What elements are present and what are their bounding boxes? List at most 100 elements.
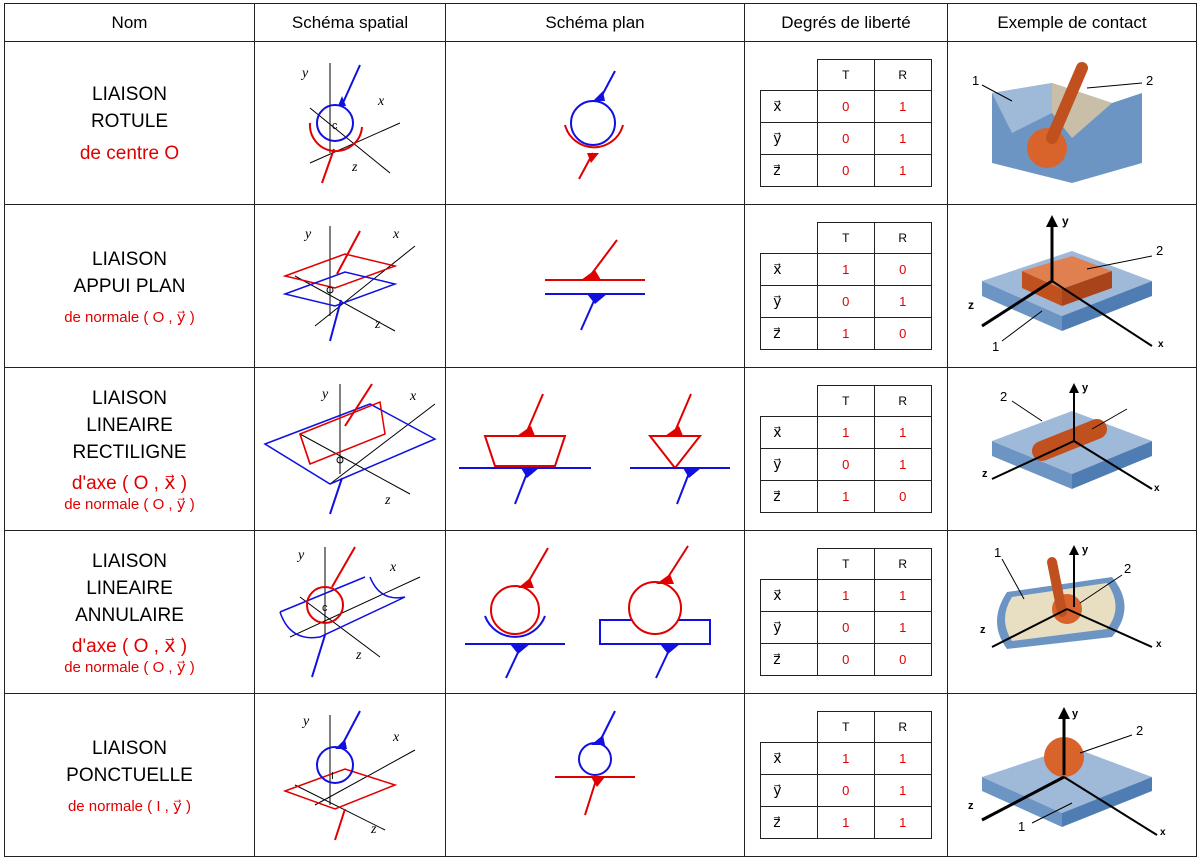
ring-fillet-left bbox=[510, 644, 530, 654]
sphere bbox=[316, 746, 354, 784]
plan-schema-cell bbox=[445, 367, 745, 531]
dof-value: 0 bbox=[873, 253, 932, 287]
dof-header-t: T bbox=[816, 221, 875, 255]
spatial-schema-cell: I y x z bbox=[254, 693, 446, 857]
dof-header-r: R bbox=[873, 384, 932, 418]
axis-y: y⃗ bbox=[760, 774, 818, 808]
part-label-1: 1 bbox=[1018, 819, 1025, 834]
x-arrow bbox=[1051, 280, 1153, 347]
example-cell: 2 1 y z x bbox=[947, 693, 1197, 857]
leader-1 bbox=[1001, 310, 1043, 342]
x-axis-label: x bbox=[377, 94, 385, 109]
rotule-spatial-diagram: c y x z bbox=[300, 63, 401, 184]
y-arrowhead bbox=[1058, 707, 1070, 719]
axis-y: y⃗ bbox=[760, 122, 818, 156]
y-label: y bbox=[1082, 382, 1089, 394]
dof-value: 0 bbox=[816, 774, 875, 808]
dof-value: 0 bbox=[816, 611, 875, 645]
sleeve-fillet-right bbox=[660, 644, 680, 654]
socket bbox=[564, 124, 624, 149]
name-line: LIAISON bbox=[92, 84, 167, 105]
liaisons-table: Nom Schéma spatial Schéma plan Degrés de… bbox=[4, 3, 1197, 857]
z-axis-label: z bbox=[351, 160, 358, 175]
dof-value: 1 bbox=[873, 579, 932, 613]
part-label-1: 1 bbox=[972, 73, 979, 88]
dof-value: 1 bbox=[816, 480, 875, 514]
axis-x-line bbox=[314, 245, 416, 327]
z-axis-label: z bbox=[384, 493, 391, 508]
name-line: LIAISON bbox=[92, 738, 167, 759]
axis-x: x⃗ bbox=[760, 253, 818, 287]
name-cell: LIAISON LINEAIRE RECTILIGNE d'axe ( O , … bbox=[4, 367, 255, 531]
plane-fillet-right bbox=[683, 468, 701, 478]
base-left bbox=[992, 441, 1072, 489]
appui-plan-spatial-diagram: y x z bbox=[282, 226, 416, 342]
part-label-1: 1 bbox=[992, 339, 999, 354]
plane-fillet bbox=[591, 777, 605, 787]
name-line: LINEAIRE bbox=[86, 578, 173, 599]
axis-z: z⃗ bbox=[760, 317, 818, 351]
sphere bbox=[570, 100, 616, 146]
dof-value: 0 bbox=[816, 448, 875, 482]
axis-x-line bbox=[329, 403, 436, 485]
block-top bbox=[1022, 256, 1112, 289]
prism-left bbox=[483, 435, 567, 467]
axis-z-line bbox=[294, 275, 396, 332]
example-cell: 2 y z x bbox=[947, 367, 1197, 531]
row-appui-plan: LIAISON APPUI PLAN de normale ( O , y⃗ )… bbox=[4, 204, 1197, 368]
lineaire-rectiligne-plan-diagram bbox=[459, 393, 730, 505]
liaison-name: LIAISON LINEAIRE ANNULAIRE bbox=[5, 548, 254, 629]
dof-value: 0 bbox=[873, 317, 932, 351]
upper-stem bbox=[336, 230, 361, 275]
spatial-schema-cell: y x z bbox=[254, 367, 446, 531]
dof-value: 0 bbox=[873, 643, 932, 677]
liaison-parameter: de normale ( I , y⃗ ) bbox=[67, 798, 192, 815]
name-line: RECTILIGNE bbox=[72, 442, 187, 463]
liaison-name: LIAISON PONCTUELLE bbox=[5, 735, 254, 789]
spatial-schema-cell: y x z bbox=[254, 204, 446, 368]
plan-schema-cell bbox=[445, 204, 745, 368]
lineaire-annulaire-spatial-diagram: c y x z bbox=[279, 546, 421, 678]
axis-x: x⃗ bbox=[760, 90, 818, 124]
part-label-2: 2 bbox=[1156, 243, 1163, 258]
dof-value: 1 bbox=[873, 154, 932, 188]
dof-value: 1 bbox=[816, 416, 875, 450]
center-label: c bbox=[322, 602, 328, 614]
base-right bbox=[1062, 777, 1152, 827]
prism-stem bbox=[344, 383, 373, 427]
appui-plan-plan-diagram bbox=[545, 239, 645, 331]
ball-fillet bbox=[593, 91, 605, 101]
origin bbox=[326, 286, 334, 294]
axis-x-line bbox=[289, 576, 421, 638]
liaison-axis: d'axe ( O , x⃗ ) bbox=[71, 473, 188, 494]
dof-value: 1 bbox=[873, 285, 932, 319]
header-exemple-contact: Exemple de contact bbox=[947, 3, 1197, 42]
axis-z: z⃗ bbox=[760, 806, 818, 840]
prism-edge bbox=[299, 433, 311, 465]
part-label-1: 1 bbox=[994, 545, 1001, 560]
plan-schema-cell bbox=[445, 41, 745, 205]
base-left bbox=[982, 777, 1062, 827]
cylinder bbox=[1032, 419, 1107, 461]
name-line: LIAISON bbox=[92, 249, 167, 270]
row-lineaire-rectiligne: LIAISON LINEAIRE RECTILIGNE d'axe ( O , … bbox=[4, 367, 1197, 531]
prism-right bbox=[647, 435, 703, 470]
cradle-edge bbox=[279, 576, 366, 613]
spatial-schema-cell: c y x z bbox=[254, 41, 446, 205]
ring-left bbox=[484, 615, 546, 638]
dof-value: 1 bbox=[873, 448, 932, 482]
dof-header-r: R bbox=[873, 58, 932, 92]
contact-point-label: I bbox=[331, 771, 334, 782]
z-label: z bbox=[968, 800, 974, 812]
lower-stem bbox=[329, 299, 342, 342]
leader-1 bbox=[981, 84, 1013, 102]
x-label: x bbox=[1154, 483, 1160, 494]
dof-value: 1 bbox=[873, 122, 932, 156]
dof-header-t: T bbox=[816, 384, 875, 418]
sphere-stem bbox=[331, 546, 356, 588]
rod bbox=[1046, 62, 1088, 144]
base-left bbox=[982, 281, 1062, 331]
